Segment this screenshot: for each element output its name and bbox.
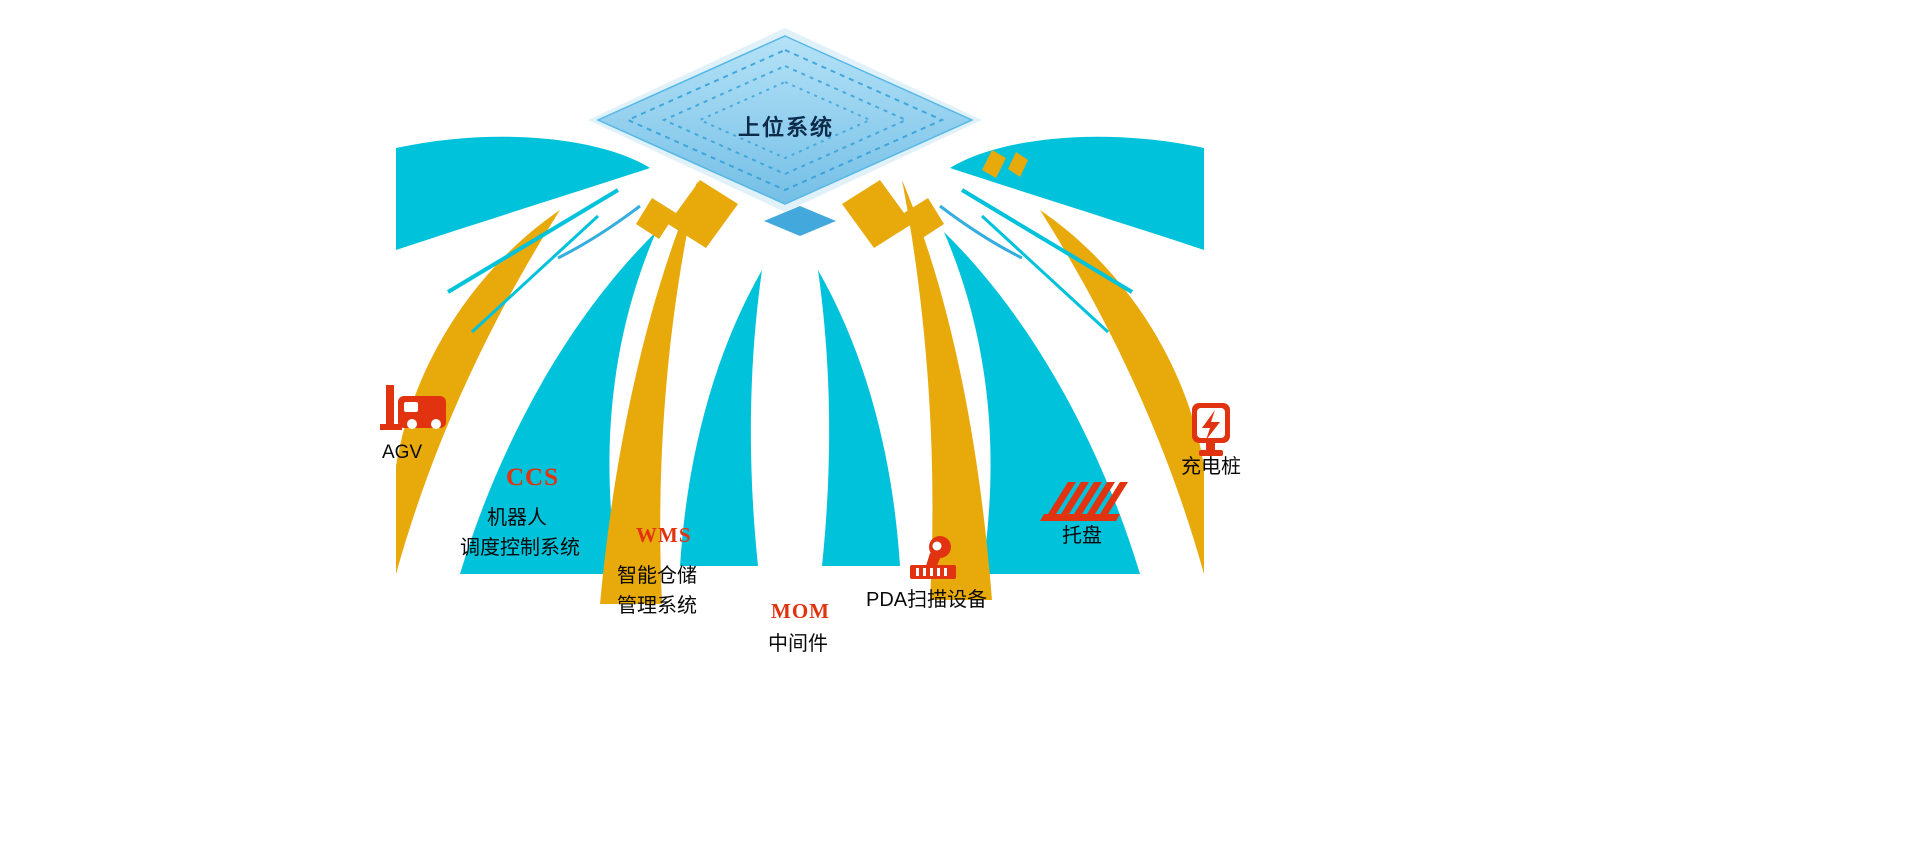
- streak-blue-left-arc: [557, 204, 641, 260]
- ribbon-gold-left-spark-a: [668, 180, 738, 248]
- pallet-slat: [1100, 482, 1128, 514]
- platform-under-diamond: [764, 206, 836, 236]
- streak-cyan-right-b: [980, 214, 1110, 334]
- label-mom-line1: 中间件: [768, 633, 828, 655]
- streak-cyan-left-a: [446, 188, 620, 294]
- ribbon-gold-right-mid: [902, 180, 992, 600]
- charger-foot: [1199, 450, 1223, 456]
- label-agv: AGV: [382, 442, 423, 463]
- lightning-bolt-icon: [1202, 410, 1220, 440]
- label-ccs-line1: 机器人: [487, 507, 547, 529]
- ribbon-cyan-left-big: [460, 232, 656, 574]
- ribbon-gold-left-spark-b: [636, 198, 676, 239]
- label-wms-line1: 智能仓储: [617, 565, 697, 587]
- label-wms-abbr: WMS: [636, 523, 692, 547]
- scanner-grip: [926, 553, 941, 568]
- pallet-slat: [1074, 482, 1102, 514]
- label-pallet: 托盘: [1062, 525, 1102, 547]
- platform-title: 上位系统: [737, 115, 835, 140]
- pallet-slat: [1087, 482, 1115, 514]
- charging-pile-icon: [1192, 403, 1230, 456]
- cloud-platform-diamond: [588, 28, 982, 236]
- ribbon-gold-right-spark-a: [842, 180, 912, 248]
- label-wms-line2: 管理系统: [617, 595, 697, 617]
- platform-dashed-ring-3: [697, 80, 873, 160]
- streak-blue-right-arc: [939, 204, 1023, 260]
- ribbon-gold-left-mid: [600, 180, 698, 604]
- ribbon-cyan-right-top: [950, 136, 1204, 250]
- agv-robot-icon: [380, 385, 446, 430]
- label-mom-abbr: MOM: [771, 599, 830, 623]
- pallet-icon: [1040, 482, 1128, 521]
- ribbon-gold-right-outer: [1040, 210, 1204, 574]
- pallet-slat: [1048, 482, 1076, 514]
- charger-stem: [1206, 443, 1215, 450]
- platform-surface: [596, 35, 974, 205]
- label-ccs-abbr: CCS: [506, 464, 560, 491]
- label-ccs-line2: 调度控制系统: [460, 537, 580, 559]
- label-charger: 充电桩: [1181, 456, 1241, 478]
- pallet-base: [1040, 514, 1120, 521]
- agv-wheel-rear: [431, 419, 441, 429]
- barcode-stripe: [944, 568, 947, 576]
- ribbon-swooshes: [396, 136, 1204, 604]
- pallet-slat: [1061, 482, 1089, 514]
- ribbon-cyan-right-inner: [818, 270, 900, 566]
- platform-dashed-ring-2: [661, 64, 909, 176]
- barcode-stripe: [923, 568, 926, 576]
- ribbon-gold-topright-spark-a: [982, 150, 1006, 178]
- scanner-lens: [932, 541, 942, 551]
- agv-fork: [380, 424, 402, 430]
- streak-cyan-right-a: [960, 188, 1134, 294]
- barcode-scanner-icon: [910, 536, 956, 579]
- platform-dashed-ring-1: [625, 48, 945, 192]
- ribbon-cyan-left-inner: [680, 270, 762, 566]
- barcode-stripe: [930, 568, 933, 576]
- agv-window: [404, 402, 418, 412]
- barcode-stripe: [937, 568, 940, 576]
- agv-mast: [386, 385, 394, 429]
- agv-wheel-front: [407, 419, 417, 429]
- ribbon-gold-left-outer: [396, 210, 560, 574]
- ribbon-cyan-left-top: [396, 136, 650, 250]
- streak-cyan-left-b: [470, 214, 600, 334]
- label-pda: PDA扫描设备: [866, 589, 988, 611]
- ribbon-gold-topright-spark-b: [1008, 152, 1028, 177]
- barcode-stripe: [916, 568, 919, 576]
- ribbon-gold-right-spark-b: [904, 198, 944, 239]
